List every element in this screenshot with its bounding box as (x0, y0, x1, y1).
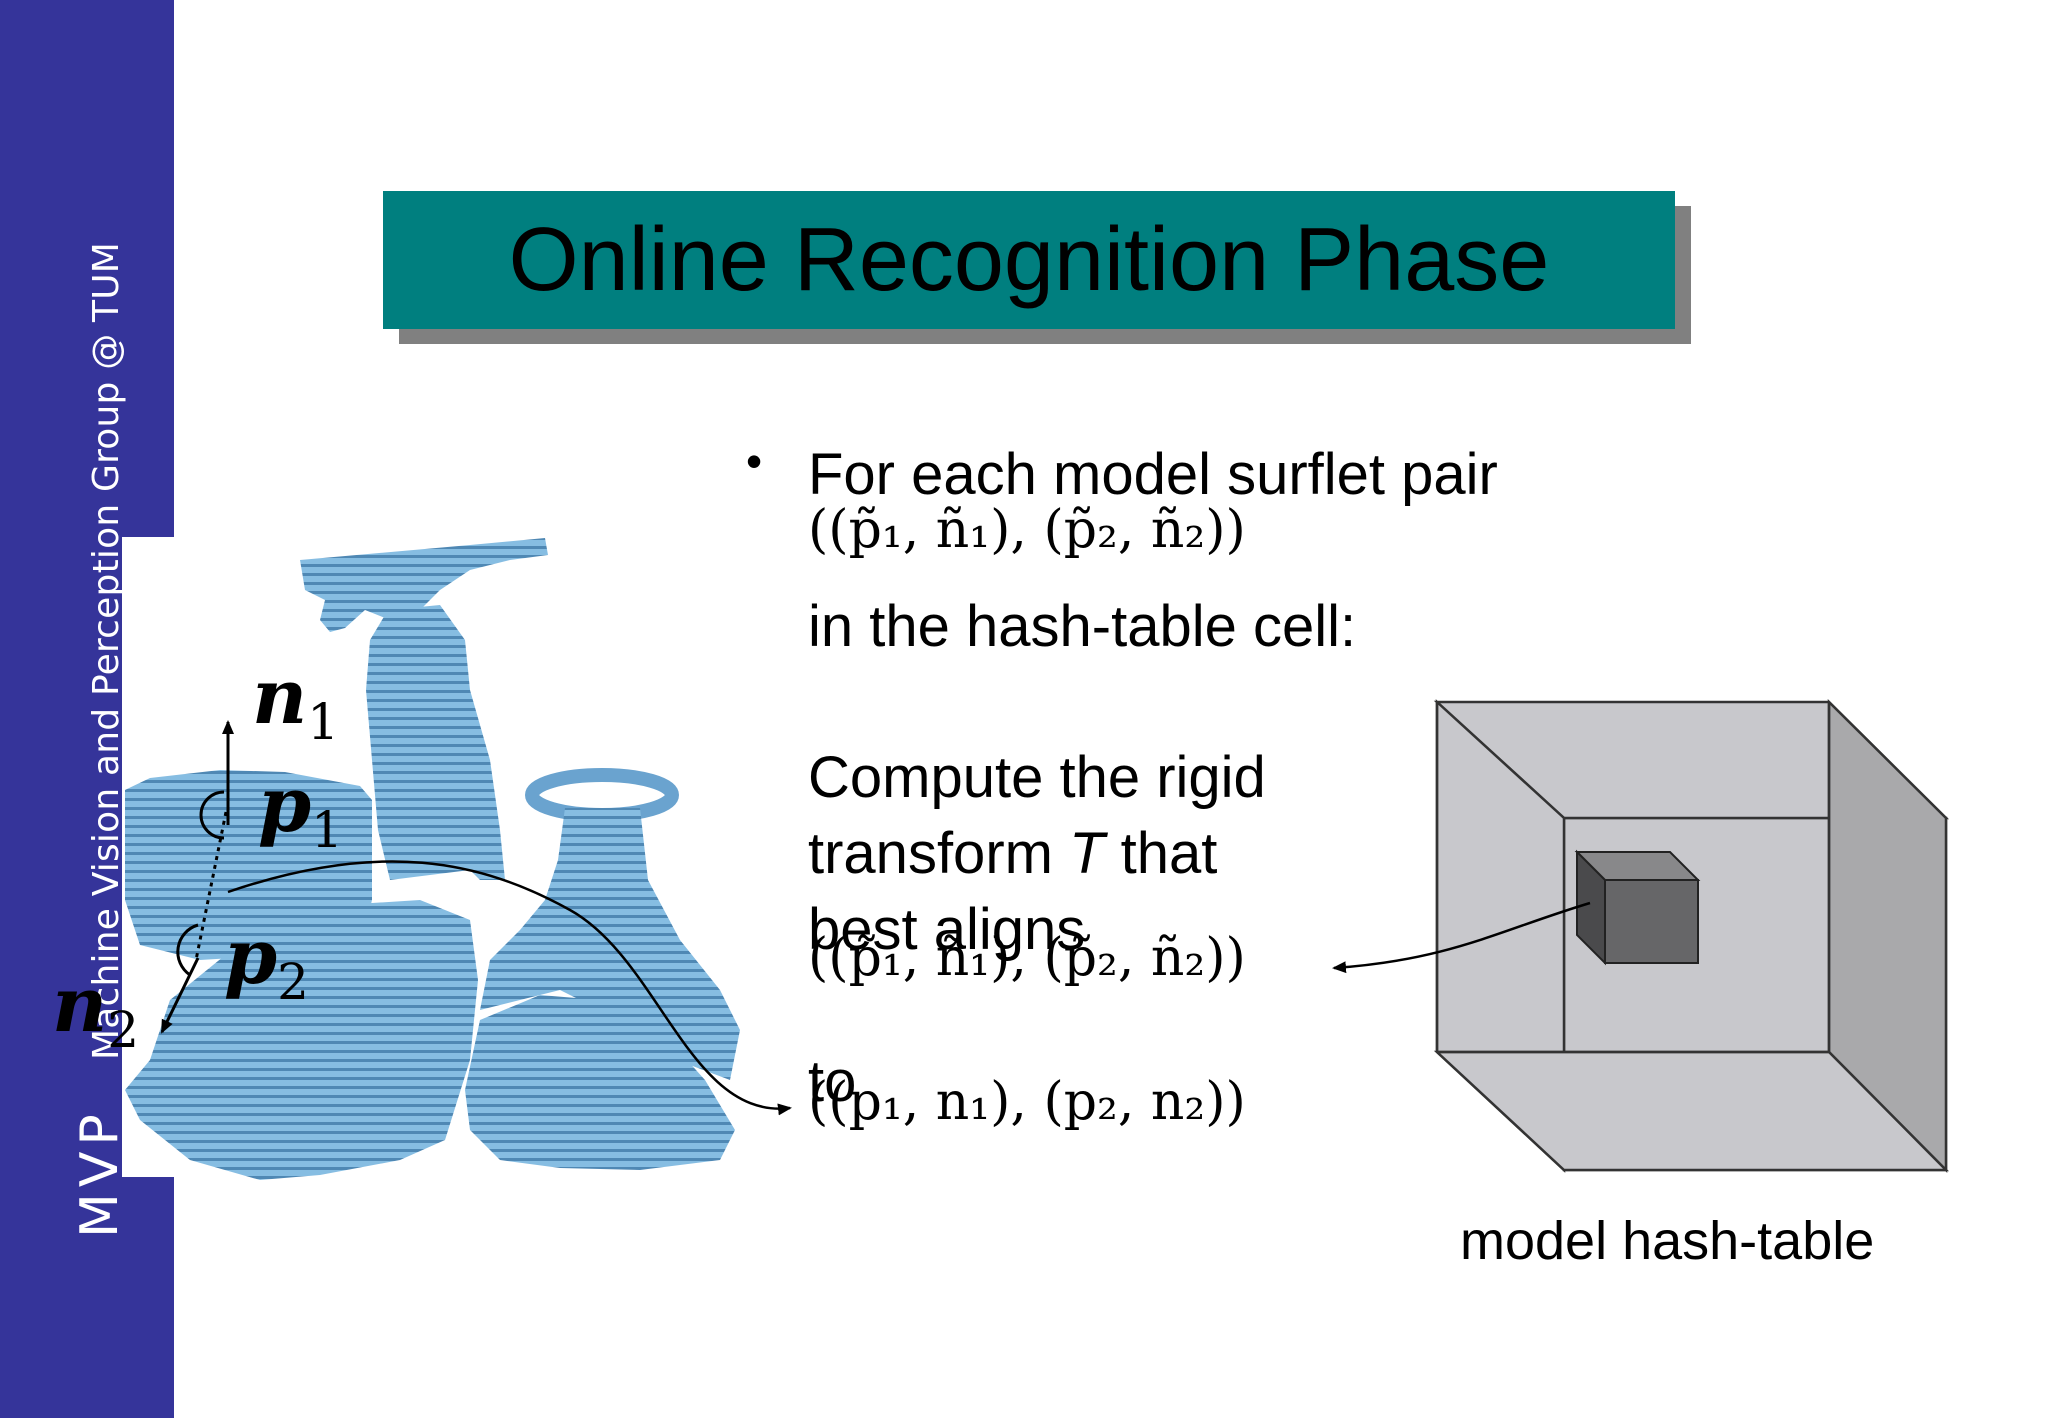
bullet-marker: • (746, 435, 763, 487)
scene-pair-formula: ((p₁, n₁), (p₂, n₂)) (808, 1072, 1246, 1132)
bullet-line-1: For each model surflet pair (808, 442, 1498, 507)
slide-title: Online Recognition Phase (508, 209, 1550, 310)
hash-table-caption: model hash-table (1460, 1211, 1875, 1271)
p2-label: p2 (224, 912, 309, 1012)
p1-label: p1 (258, 760, 343, 860)
p1-angle-arc (199, 790, 225, 840)
p1-p2-dotted-line (194, 811, 228, 961)
bullet-line-5: best aligns (808, 897, 1086, 962)
bowl-shape (125, 900, 478, 1180)
n2-label: n2 (52, 960, 140, 1060)
cup-shape (125, 770, 372, 960)
spray-bottle-shape (300, 538, 548, 640)
bullet-line-6: to (808, 1049, 857, 1114)
bullet-line-3: Compute the rigid (808, 745, 1266, 810)
model-pair-formula-top: ((p̃₁, ñ₁), (p̃₂, ñ₂)) (808, 500, 1246, 560)
cell-to-formula-arrow (1332, 901, 1591, 974)
bullet-line-4: transform T that (808, 821, 1218, 886)
hash-cell-front (1604, 879, 1699, 964)
spray-bottle-body (366, 605, 505, 880)
model-pair-formula-mid: ((p̃₁, ñ₁), (p̃₂, ñ₂)) (808, 928, 1246, 988)
title-banner: Online Recognition Phase (383, 191, 1675, 329)
n2-vector (160, 957, 200, 1034)
lid-shape (465, 995, 735, 1170)
bullet-line-2: in the hash-table cell: (808, 594, 1357, 659)
n1-label: n1 (252, 652, 340, 752)
scene-to-formula-arrow (227, 860, 792, 1116)
p2-angle-arc (176, 923, 199, 977)
